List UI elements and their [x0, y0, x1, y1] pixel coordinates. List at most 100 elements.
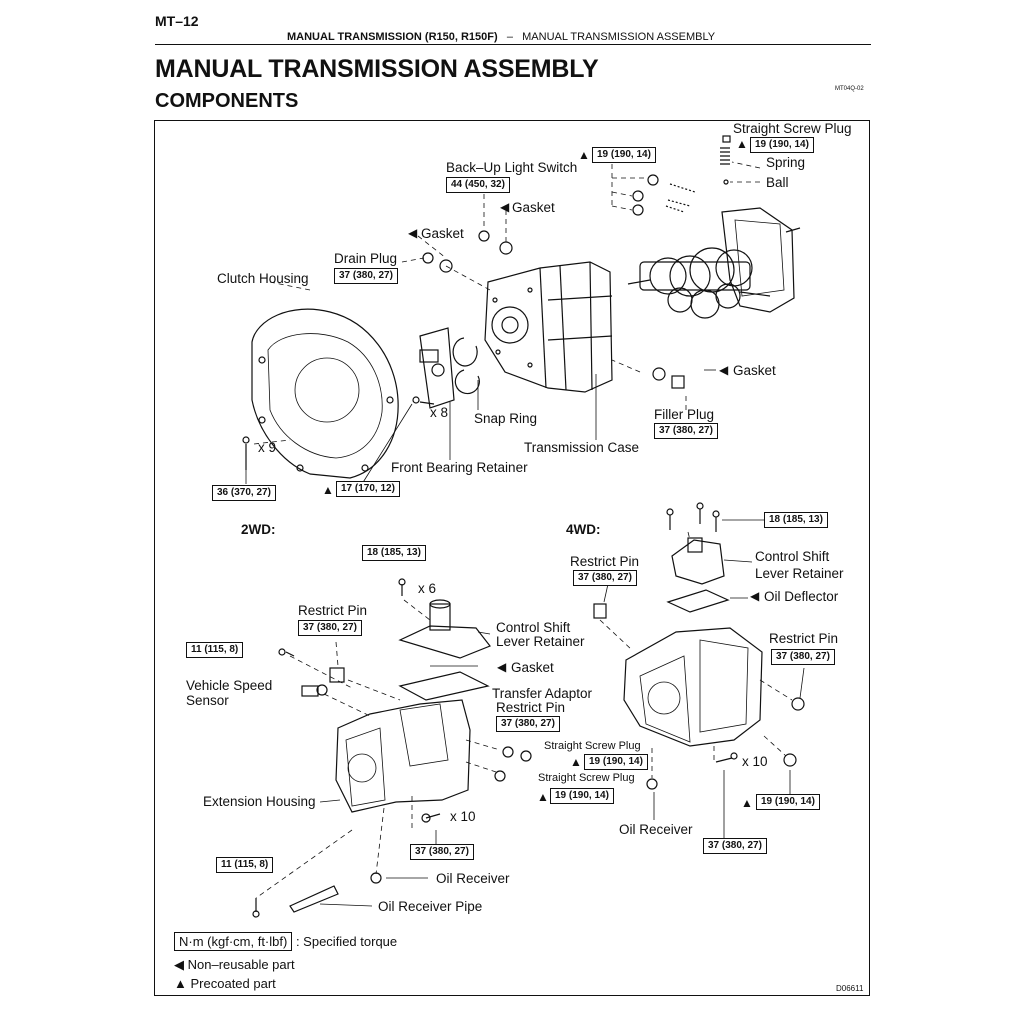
non-reusable-marker: ◀	[500, 200, 510, 214]
precoated-marker: ▲	[570, 755, 582, 769]
leader-lines-4wd-solid	[603, 519, 805, 840]
label-vehicle-speed-sensor-2: Sensor	[186, 693, 229, 708]
page-title: MANUAL TRANSMISSION ASSEMBLY	[155, 55, 599, 83]
image-code: MT04Q-02	[835, 86, 864, 92]
label-control-shift-4wd-2: Lever Retainer	[755, 566, 844, 581]
precoated-marker: ▲	[578, 148, 590, 162]
label-filler-plug: Filler Plug	[654, 407, 715, 422]
header-subsection: MANUAL TRANSMISSION ASSEMBLY	[522, 31, 716, 43]
legend-torque-unit: N·m (kgf·cm, ft·lbf)	[174, 932, 293, 951]
torque-restrict-pin-2wd-b: 37 (380, 27)	[496, 716, 560, 732]
small-parts-top	[242, 135, 731, 470]
label-backup-light-switch: Back–Up Light Switch	[446, 160, 578, 175]
small-parts-4wd	[593, 603, 805, 790]
torque-retainer-4wd: 18 (185, 13)	[764, 512, 828, 528]
extension-housing-drawing	[335, 699, 471, 813]
torque-adaptor-4wd: 37 (380, 27)	[703, 838, 767, 854]
header-section: MANUAL TRANSMISSION (R150, R150F)	[287, 31, 498, 43]
legend-precoated: ▲ Precoated part	[174, 976, 276, 991]
non-reusable-marker: ◀	[750, 589, 760, 603]
leader-lines-top	[253, 161, 761, 445]
precoated-marker: ▲	[741, 796, 753, 810]
figure-code: D06611	[836, 984, 864, 993]
legend-non-reusable: ◀ Non–reusable part	[174, 957, 295, 973]
section-4wd: 4WD:	[566, 522, 601, 537]
transmission-case-drawing	[484, 261, 613, 393]
retainer-4wd-drawing	[666, 502, 730, 613]
torque-straight-screw-plug-top: 19 (190, 14)	[750, 137, 814, 153]
label-oil-deflector: Oil Deflector	[764, 589, 839, 604]
label-restrict-pin-2wd-b: Restrict Pin	[496, 700, 566, 715]
label-x6: x 6	[418, 581, 437, 596]
label-x8: x 8	[430, 405, 449, 420]
torque-retainer-2wd: 18 (185, 13)	[362, 545, 426, 561]
leader-lines-solid	[245, 369, 716, 485]
label-vehicle-speed-sensor-1: Vehicle Speed	[186, 678, 273, 693]
torque-plug-2wd-b: 19 (190, 14)	[550, 788, 614, 804]
torque-drain-plug: 37 (380, 27)	[334, 268, 398, 284]
non-reusable-marker: ◀	[719, 363, 729, 377]
label-oil-receiver-2wd: Oil Receiver	[436, 871, 510, 886]
torque-restrict-pin-4wd: 37 (380, 27)	[573, 570, 637, 586]
label-gasket-2: Gasket	[421, 226, 464, 241]
torque-extension-housing: 37 (380, 27)	[410, 844, 474, 860]
label-straight-screw-plug-top: Straight Screw Plug	[733, 121, 852, 136]
page-subtitle: COMPONENTS	[155, 90, 299, 112]
legend-non-reusable-text: Non–reusable part	[187, 957, 295, 972]
label-straight-screw-plug-a: Straight Screw Plug	[544, 740, 641, 752]
gear-cluster-drawing	[627, 207, 801, 319]
leader-lines-2wd-solid	[319, 631, 491, 907]
label-ball: Ball	[766, 175, 789, 190]
torque-backup-light-switch: 44 (450, 32)	[446, 177, 510, 193]
label-spring: Spring	[766, 155, 806, 170]
non-reusable-marker: ◀	[408, 226, 418, 240]
label-gasket-2wd: Gasket	[511, 660, 554, 675]
torque-plugs: 19 (190, 14)	[592, 147, 656, 163]
front-bearing-retainer-drawing	[419, 327, 455, 409]
transfer-adaptor-drawing	[623, 627, 763, 747]
legend-torque: N·m (kgf·cm, ft·lbf) : Specified torque	[174, 932, 397, 951]
running-header: MANUAL TRANSMISSION (R150, R150F) – MANU…	[287, 31, 715, 43]
label-extension-housing: Extension Housing	[203, 794, 316, 809]
label-clutch-housing: Clutch Housing	[217, 271, 309, 286]
diagram-frame	[154, 120, 870, 996]
small-parts-2wd	[252, 648, 532, 918]
precoated-marker: ▲	[174, 976, 187, 991]
label-gasket-1: Gasket	[512, 200, 555, 215]
precoated-marker: ▲	[537, 790, 549, 804]
snap-ring-drawing	[452, 337, 480, 395]
section-2wd: 2WD:	[241, 522, 276, 537]
leader-lines-2wd	[255, 599, 501, 899]
torque-filler-plug: 37 (380, 27)	[654, 423, 718, 439]
torque-front-bearing-retainer: 17 (170, 12)	[336, 481, 400, 497]
torque-clutch-housing: 36 (370, 27)	[212, 485, 276, 501]
label-straight-screw-plug-b: Straight Screw Plug	[538, 772, 635, 784]
label-restrict-pin-2wd: Restrict Pin	[298, 603, 368, 618]
non-reusable-marker: ◀	[174, 957, 184, 972]
label-control-shift-4wd-1: Control Shift	[755, 549, 830, 564]
label-control-shift-2wd-1: Control Shift	[496, 620, 571, 635]
label-oil-receiver-pipe: Oil Receiver Pipe	[378, 899, 483, 914]
torque-plug-2wd-a: 19 (190, 14)	[584, 754, 648, 770]
header-separator: –	[506, 31, 513, 43]
torque-vss-bolt: 11 (115, 8)	[186, 642, 244, 658]
label-oil-receiver-4wd: Oil Receiver	[619, 822, 693, 837]
precoated-marker: ▲	[322, 483, 334, 497]
page-number: MT–12	[155, 13, 199, 29]
precoated-marker: ▲	[736, 137, 748, 151]
torque-pipe-bolt: 11 (115, 8)	[216, 857, 274, 873]
label-gasket-3: Gasket	[733, 363, 776, 378]
label-x10-4wd: x 10	[742, 754, 768, 769]
label-x9: x 9	[258, 440, 277, 455]
label-front-bearing-retainer: Front Bearing Retainer	[391, 460, 528, 475]
label-transmission-case: Transmission Case	[524, 440, 640, 455]
label-transfer-adaptor: Transfer Adaptor	[492, 686, 593, 701]
label-restrict-pin-4wd-b: Restrict Pin	[769, 631, 839, 646]
header-rule	[155, 44, 871, 45]
torque-restrict-pin-4wd-b: 37 (380, 27)	[771, 649, 835, 665]
torque-plug-4wd: 19 (190, 14)	[756, 794, 820, 810]
label-x10-2wd: x 10	[450, 809, 476, 824]
label-drain-plug: Drain Plug	[334, 251, 398, 266]
label-snap-ring: Snap Ring	[474, 411, 538, 426]
